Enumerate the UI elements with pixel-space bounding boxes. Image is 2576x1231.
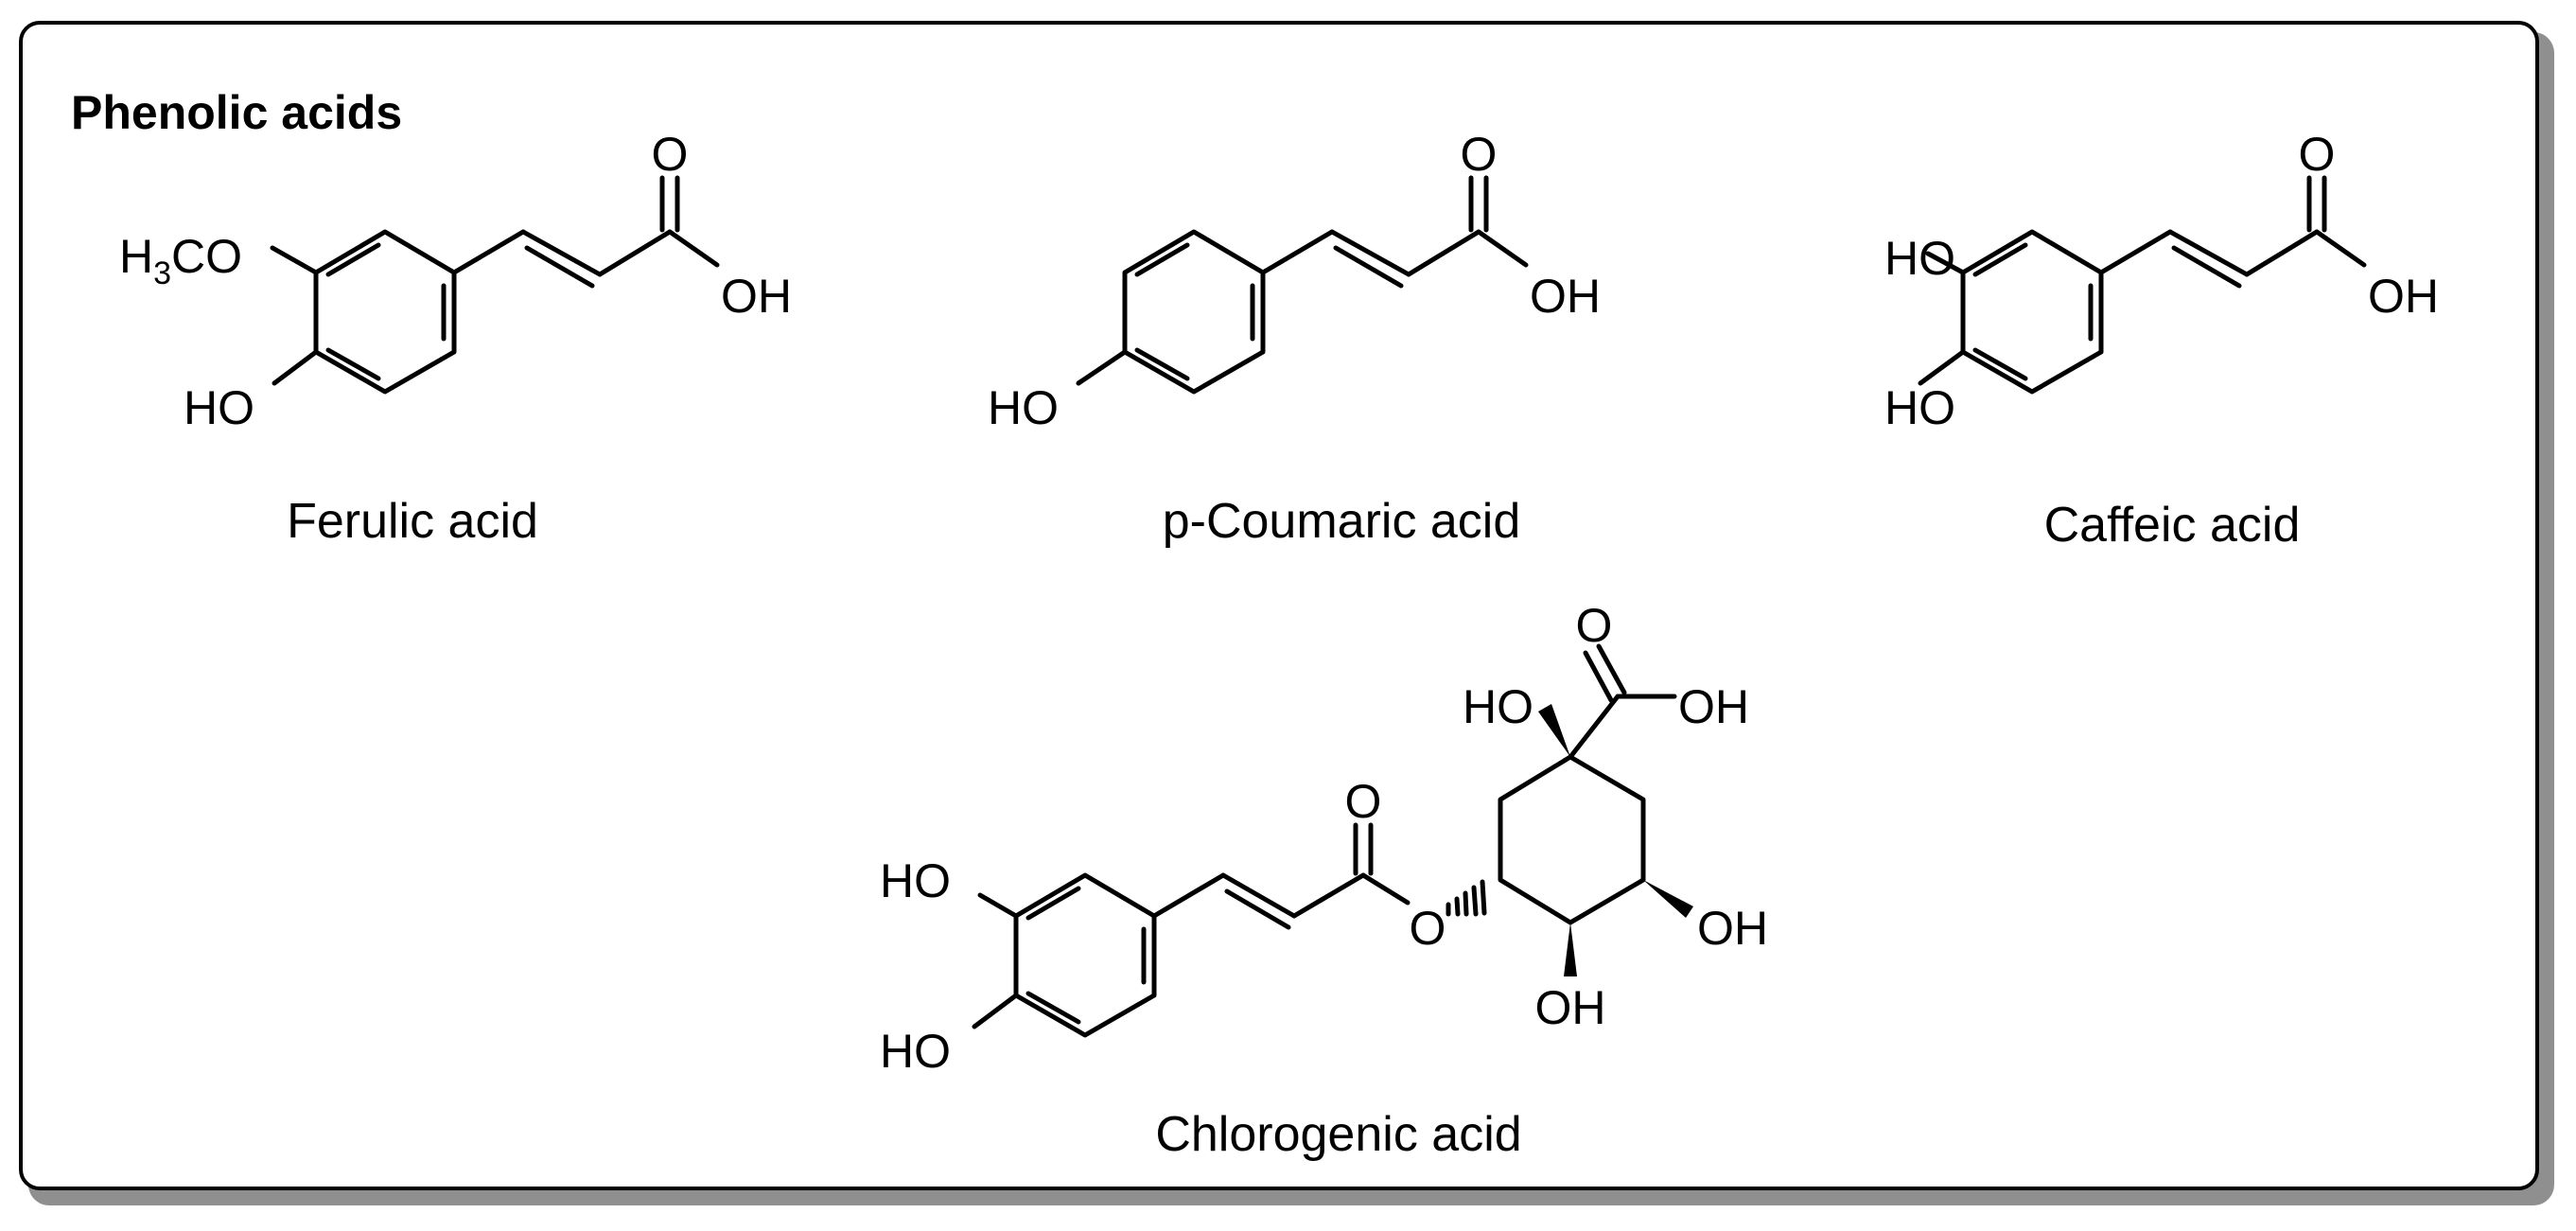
acid-carbonyl-o: O bbox=[1576, 599, 1613, 652]
chlorogenic-hydroxy-bottom: HO bbox=[880, 1025, 951, 1078]
caffeic-carbonyl-o: O bbox=[2299, 128, 2336, 181]
quinic-ho: HO bbox=[1463, 680, 1533, 733]
quinic-ring bbox=[1498, 754, 1646, 925]
caffeic-acid-oh: OH bbox=[2368, 270, 2439, 323]
ring-oh-bottom-wedge bbox=[1564, 923, 1577, 976]
coumaric-hydroxy-ho: HO bbox=[988, 381, 1059, 434]
ferulic-methoxy-label: H3CO bbox=[119, 230, 242, 291]
ring-oh-bottom: OH bbox=[1535, 981, 1606, 1034]
caffeic-hydroxy-bottom: HO bbox=[1884, 381, 1955, 434]
figure-frame bbox=[19, 21, 2539, 1190]
ferulic-benzene-ring bbox=[313, 229, 457, 395]
chlorogenic-acid-name: Chlorogenic acid bbox=[1155, 1107, 1521, 1162]
figure-title: Phenolic acids bbox=[71, 86, 402, 139]
ring-oh-right: OH bbox=[1697, 902, 1768, 955]
coumaric-benzene-ring bbox=[1122, 229, 1266, 395]
caffeic-acid-name: Caffeic acid bbox=[2044, 498, 2301, 553]
caffeic-acid-structure: O OH HO HO bbox=[1884, 128, 2439, 434]
coumaric-carbonyl-o: O bbox=[1461, 128, 1498, 181]
ring-oh-right-wedge bbox=[1643, 880, 1693, 918]
quinic-oh-wedge bbox=[1538, 704, 1570, 757]
ferulic-hydroxy-ho: HO bbox=[184, 381, 254, 434]
coumaric-acid-oh: OH bbox=[1530, 270, 1601, 323]
ester-carbonyl-o: O bbox=[1345, 775, 1382, 828]
coumaric-acid-structure: O OH HO bbox=[988, 128, 1601, 434]
chlorogenic-hydroxy-top: HO bbox=[880, 854, 951, 907]
ferulic-carbonyl-o: O bbox=[652, 128, 689, 181]
ester-hashed-bond bbox=[1446, 879, 1487, 917]
coumaric-acid-name: p-Coumaric acid bbox=[1163, 494, 1521, 549]
ester-oxygen: O bbox=[1410, 902, 1446, 955]
ferulic-acid-name: Ferulic acid bbox=[287, 494, 538, 549]
caffeic-hydroxy-top: HO bbox=[1884, 232, 1955, 285]
chlorogenic-benzene-ring bbox=[1013, 872, 1157, 1038]
acid-oh: OH bbox=[1678, 680, 1749, 733]
ferulic-acid-oh: OH bbox=[721, 270, 792, 323]
caffeic-benzene-ring bbox=[1960, 229, 2104, 395]
ferulic-acid-structure: O OH H3CO HO bbox=[119, 128, 792, 434]
chlorogenic-acid-structure: O O O OH HO OH OH HO HO bbox=[880, 599, 1768, 1078]
